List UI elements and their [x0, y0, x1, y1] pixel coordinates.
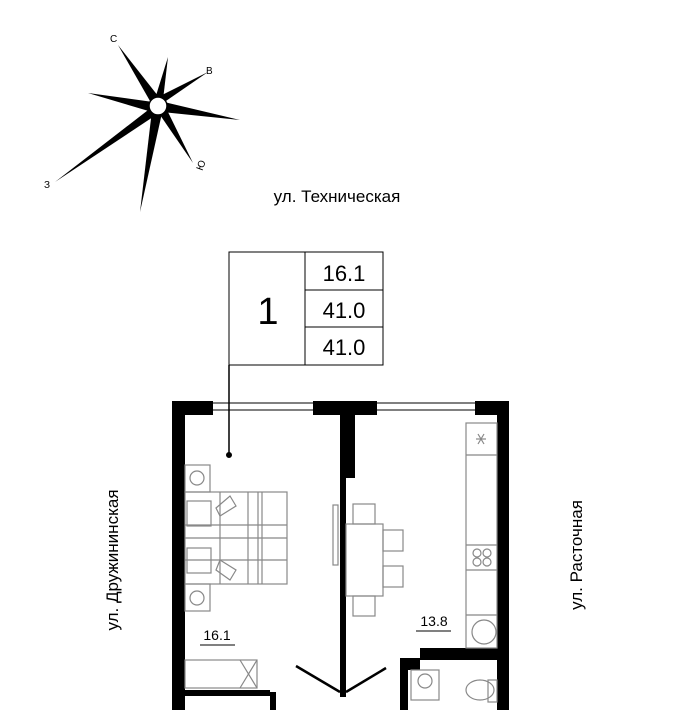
bed-icon	[184, 464, 288, 612]
mirror-icon	[332, 504, 339, 566]
street-left-label: ул. Дружининская	[103, 489, 122, 630]
balcony-area-value: 41.0	[323, 335, 366, 360]
street-right-label: ул. Расточная	[567, 500, 586, 610]
living-area-value: 16.1	[323, 261, 366, 286]
wardrobe-icon	[184, 659, 258, 689]
walls	[172, 401, 509, 710]
compass-north-label: С	[110, 34, 117, 45]
doors	[295, 664, 387, 694]
compass-west-label: З	[44, 180, 50, 191]
compass-rose-icon	[55, 45, 240, 212]
kitchen-area: 13.8	[420, 613, 447, 629]
compass-east-label: В	[206, 66, 213, 77]
apartment-info-box	[226, 251, 384, 458]
kitchen-counter-icon	[465, 422, 498, 649]
bathroom-fixtures-icon	[410, 669, 498, 703]
street-top-label: ул. Техническая	[274, 187, 401, 206]
total-area-value: 41.0	[323, 298, 366, 323]
compass-south-label: Ю	[195, 159, 209, 172]
dining-table-icon	[345, 503, 404, 617]
rooms-count: 1	[257, 291, 278, 333]
windows	[213, 402, 475, 411]
bedroom-area: 16.1	[203, 627, 230, 643]
